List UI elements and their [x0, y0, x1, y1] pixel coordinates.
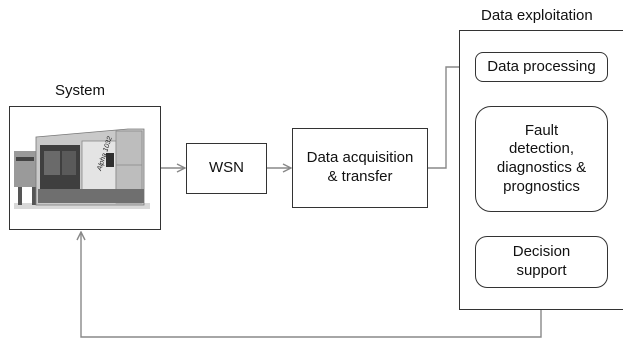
- system-title: System: [55, 82, 106, 99]
- decision-line-2: support: [516, 262, 567, 279]
- decision-support-box: Decision support: [475, 236, 608, 288]
- fault-detection-box: Fault detection, diagnostics & prognosti…: [475, 106, 608, 212]
- arrow-feedback-to-system: [81, 232, 542, 338]
- fault-line-3: diagnostics &: [496, 159, 587, 176]
- data-acquisition-line2: & transfer: [327, 168, 393, 185]
- fault-line-4: prognostics: [503, 177, 580, 195]
- data-acquisition-box: Data acquisition & transfer: [292, 128, 428, 208]
- system-box: Alpha 1032: [9, 106, 161, 230]
- decision-line-1: Decision: [512, 243, 571, 261]
- wsn-box: WSN: [186, 143, 267, 194]
- fault-line-2: detection,: [508, 140, 575, 158]
- fault-line-1: Fault: [524, 121, 559, 139]
- data-processing-box: Data processing: [475, 52, 608, 82]
- wsn-label: WSN: [209, 159, 244, 177]
- data-processing-label: Data processing: [487, 57, 596, 75]
- data-exploitation-title: Data exploitation: [481, 7, 593, 24]
- machine-tool-image: Alpha 1032: [14, 128, 150, 209]
- data-acquisition-line1: Data acquisition: [306, 149, 414, 167]
